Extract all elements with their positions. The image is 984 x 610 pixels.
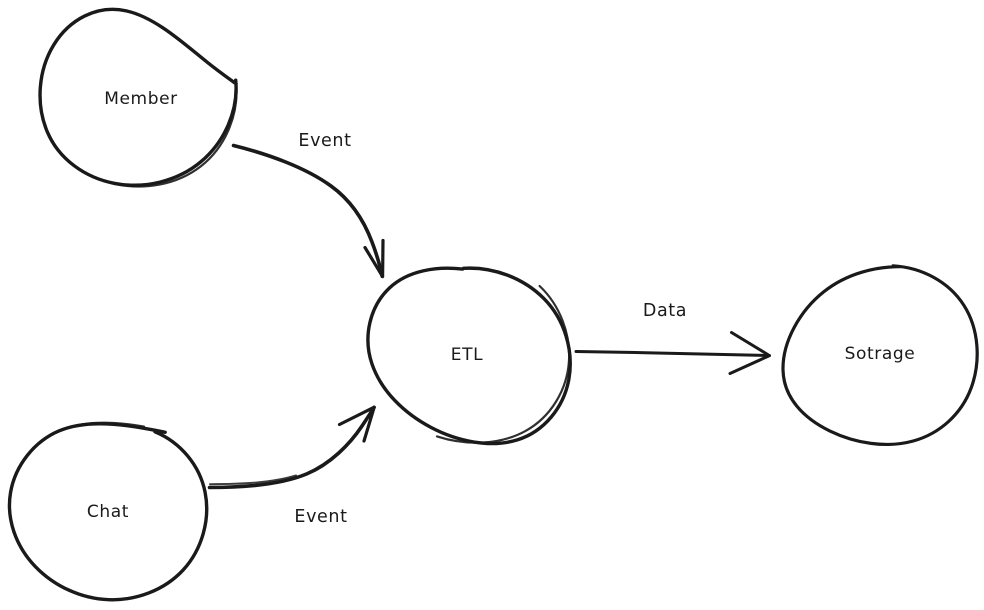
edge-path-member-etl xyxy=(231,143,384,278)
edge-path-chat-etl xyxy=(207,405,376,490)
node-label-member: Member xyxy=(104,89,178,109)
edge-member-to-etl[interactable]: Event xyxy=(231,131,385,279)
edge-path-etl-storage xyxy=(574,350,771,357)
edge-etl-to-storage[interactable]: Data xyxy=(574,301,771,375)
chat-ellipse-outline xyxy=(7,422,209,602)
node-storage[interactable]: Sotrage xyxy=(781,264,979,447)
chat-ellipse-overstroke xyxy=(10,421,146,490)
node-label-chat: Chat xyxy=(87,502,129,522)
edge-path-chat-etl-overstroke xyxy=(209,474,297,486)
edge-label-chat-etl: Event xyxy=(294,507,347,527)
node-label-storage: Sotrage xyxy=(845,344,916,364)
etl-ellipse-overstroke xyxy=(435,284,571,444)
edge-label-member-etl: Event xyxy=(298,131,351,151)
member-ellipse-overstroke xyxy=(47,85,238,188)
edge-label-etl-storage: Data xyxy=(643,301,687,321)
arrowhead-member-etl xyxy=(363,238,385,279)
node-etl[interactable]: ETL xyxy=(366,266,572,446)
edge-chat-to-etl[interactable]: Event xyxy=(207,405,376,527)
arrowhead-etl-storage xyxy=(728,331,771,375)
node-label-etl: ETL xyxy=(451,345,483,365)
node-member[interactable]: Member xyxy=(38,7,238,188)
arrowhead-chat-etl xyxy=(337,405,376,443)
storage-ellipse-outline xyxy=(781,264,979,447)
node-chat[interactable]: Chat xyxy=(7,421,209,602)
member-ellipse-outline xyxy=(38,7,238,187)
